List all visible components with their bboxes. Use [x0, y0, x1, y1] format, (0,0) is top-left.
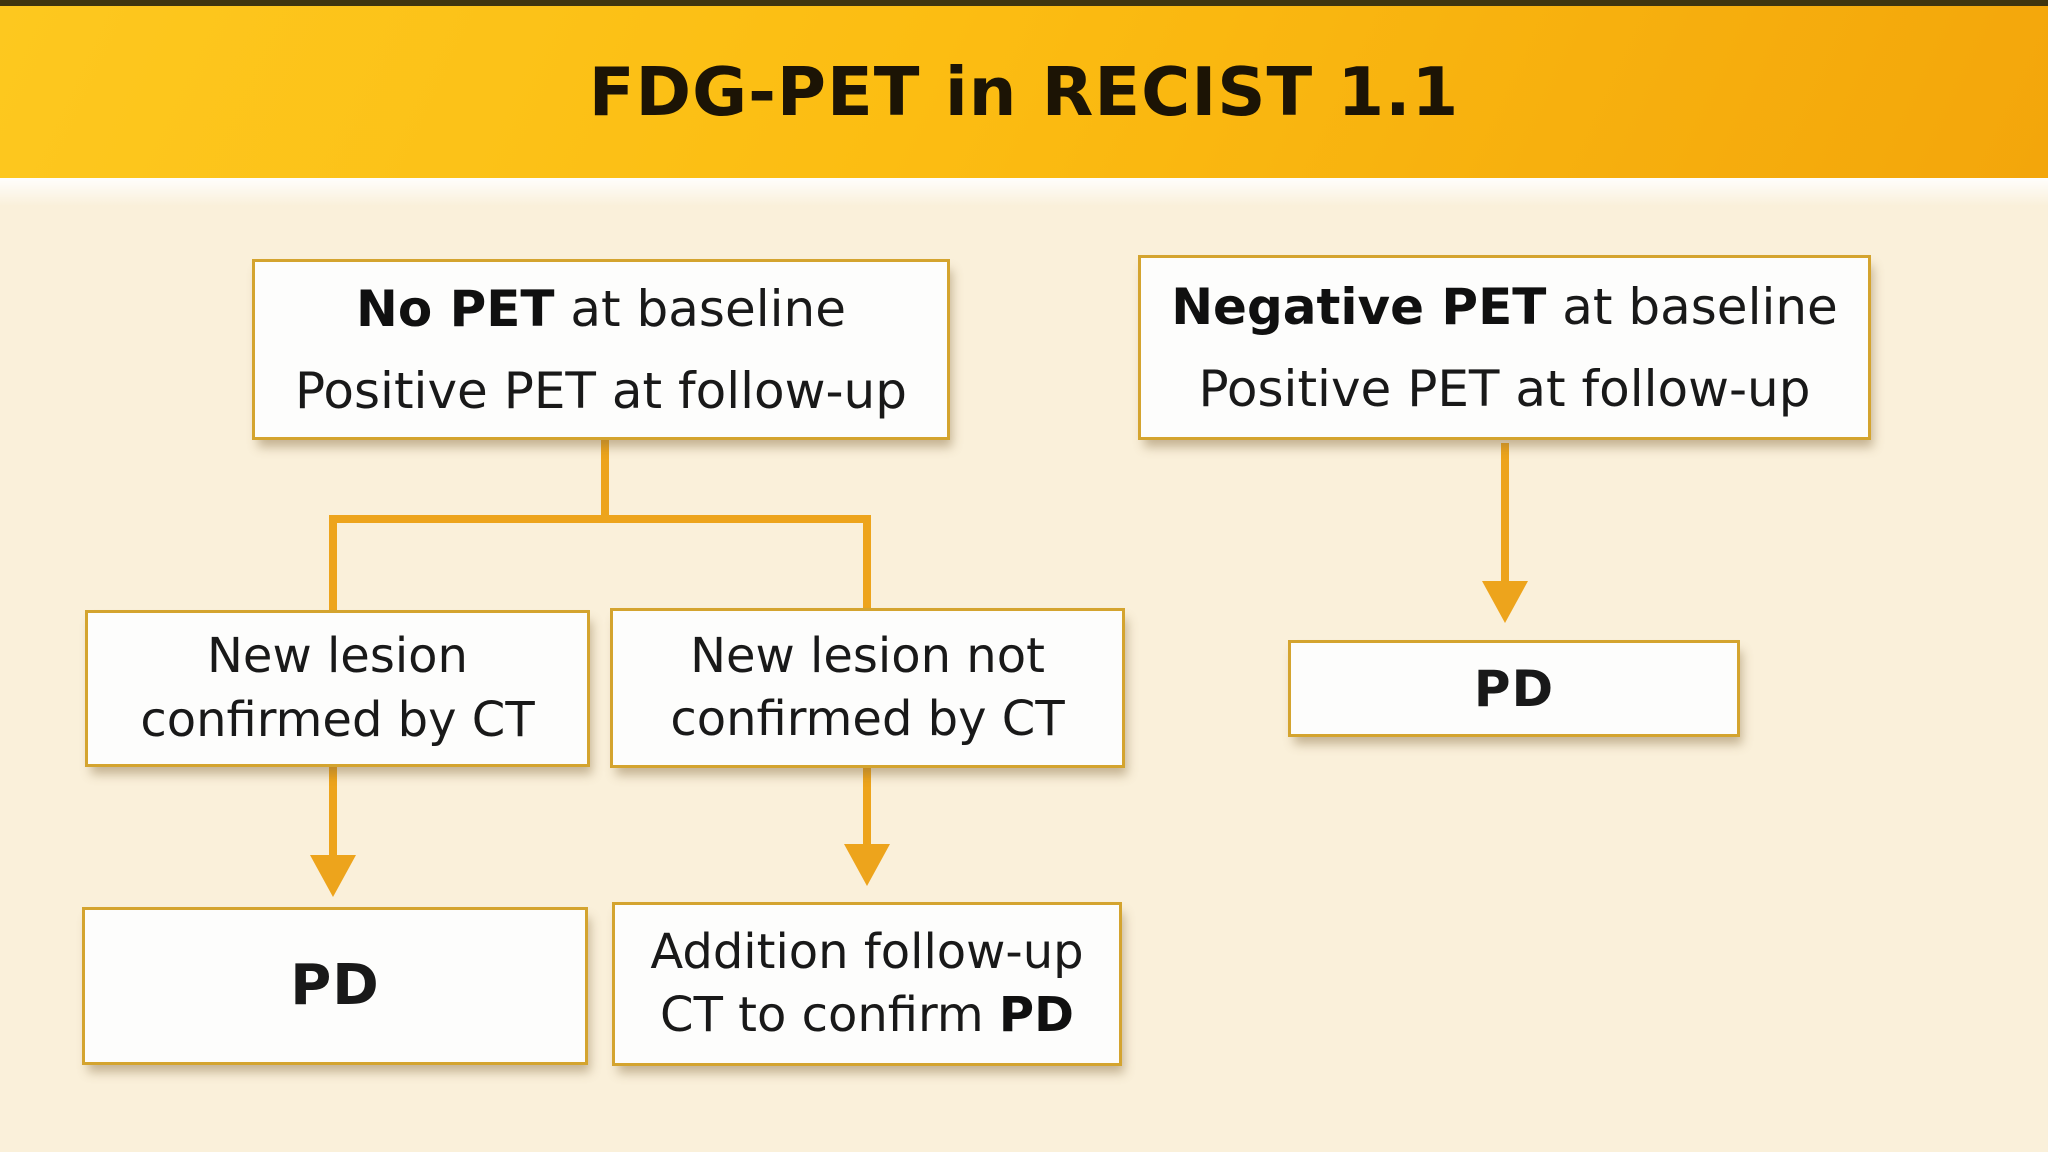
node-text-line: Positive PET at follow-up: [295, 361, 907, 420]
node-text-line: Negative PET at baseline: [1171, 274, 1838, 340]
node-new-lesion-not-confirmed: New lesion not confirmed by CT: [610, 608, 1125, 768]
node-text-line: New lesion confirmed by CT: [140, 628, 535, 748]
connector-branch-horizontal: [329, 515, 871, 523]
node-pd-right: PD: [1288, 640, 1740, 737]
node-new-lesion-confirmed: New lesion confirmed by CT: [85, 610, 590, 767]
node-text-line: New lesion not confirmed by CT: [670, 627, 1065, 747]
node-text-line: No PET at baseline: [356, 276, 846, 342]
node-text-bold: PD: [998, 987, 1074, 1043]
node-text-line: PD: [1473, 659, 1555, 718]
node-negative-pet-baseline: Negative PET at baseline Positive PET at…: [1138, 255, 1871, 440]
connector-stem-left: [601, 440, 609, 523]
title-banner: FDG-PET in RECIST 1.1: [0, 0, 2048, 178]
node-text-line: Positive PET at follow-up: [1198, 359, 1811, 418]
connector-branch-left: [329, 515, 337, 610]
arrow-mid-line: [863, 768, 871, 846]
node-no-pet-baseline: No PET at baseline Positive PET at follo…: [252, 259, 950, 440]
node-text-bold: Negative PET: [1171, 277, 1547, 336]
node-pd-left: PD: [82, 907, 588, 1065]
arrow-down-icon: [310, 855, 356, 897]
connector-branch-right: [863, 515, 871, 608]
arrow-left-line: [329, 767, 337, 857]
banner-glow: [0, 178, 2048, 206]
slide-title: FDG-PET in RECIST 1.1: [588, 53, 1460, 131]
node-text-line: Addition follow-up CT to confirm PD: [629, 921, 1105, 1048]
node-text: Addition follow-up CT to confirm: [650, 923, 1084, 1043]
node-text-bold: No PET: [356, 279, 555, 338]
arrow-right-line: [1501, 443, 1509, 583]
node-text-line: PD: [290, 953, 380, 1019]
node-text: at baseline: [1546, 277, 1838, 336]
node-text: at baseline: [554, 279, 846, 338]
node-addition-followup-ct: Addition follow-up CT to confirm PD: [612, 902, 1122, 1066]
arrow-down-icon: [1482, 581, 1528, 623]
arrow-down-icon: [844, 844, 890, 886]
